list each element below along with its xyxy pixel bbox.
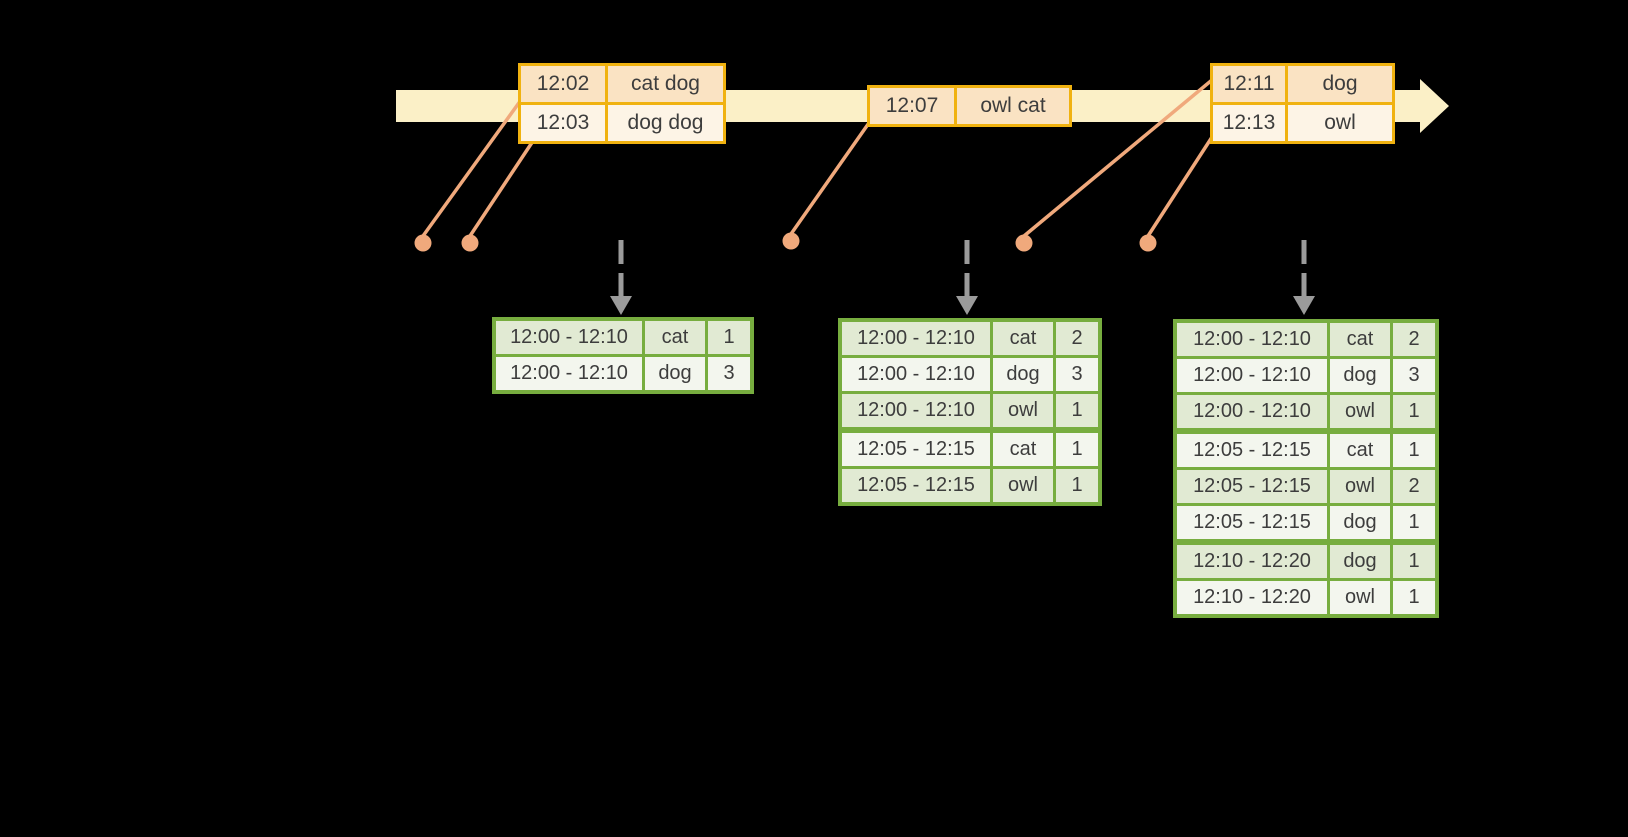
- event-marker-dot: [782, 232, 800, 250]
- table-row: 12:00 - 12:10 dog 3: [1177, 359, 1435, 392]
- event-marker-dot: [1139, 234, 1157, 252]
- table-row: 12:00 - 12:10 owl 1: [842, 394, 1098, 427]
- table-row: 12:05 - 12:15 dog 1: [1177, 506, 1435, 539]
- result-table-2: 12:00 - 12:10 cat 2 12:00 - 12:10 dog 3 …: [838, 318, 1102, 506]
- window-cell: 12:00 - 12:10: [1177, 395, 1327, 428]
- table-row: 12:00 - 12:10 cat 2: [842, 322, 1098, 355]
- result-table-1: 12:00 - 12:10 cat 1 12:00 - 12:10 dog 3: [492, 317, 754, 394]
- window-cell: 12:00 - 12:10: [1177, 359, 1327, 392]
- event-words-cell: cat dog: [608, 66, 723, 102]
- window-cell: 12:00 - 12:10: [496, 357, 642, 390]
- window-cell: 12:00 - 12:10: [842, 358, 990, 391]
- table-row: 12:05 - 12:15 cat 1: [842, 433, 1098, 466]
- word-cell: dog: [993, 358, 1053, 391]
- window-cell: 12:05 - 12:15: [1177, 434, 1327, 467]
- event-box-1: 12:02 cat dog 12:03 dog dog: [518, 63, 726, 144]
- result-table-3: 12:00 - 12:10 cat 2 12:00 - 12:10 dog 3 …: [1173, 319, 1439, 618]
- event-connector-line: [421, 98, 523, 238]
- event-marker-dot: [461, 234, 479, 252]
- window-cell: 12:05 - 12:15: [1177, 470, 1327, 503]
- trigger-arrows: [610, 240, 1315, 315]
- trigger-arrowhead-icon: [1293, 296, 1315, 315]
- window-cell: 12:00 - 12:10: [1177, 323, 1327, 356]
- word-cell: cat: [645, 321, 705, 354]
- count-cell: 2: [1393, 470, 1435, 503]
- window-cell: 12:05 - 12:15: [842, 433, 990, 466]
- word-cell: cat: [993, 433, 1053, 466]
- event-time-cell: 12:03: [521, 105, 605, 141]
- event-words-cell: owl: [1288, 105, 1392, 141]
- word-cell: owl: [993, 469, 1053, 502]
- table-row: 12:05 - 12:15 cat 1: [1177, 434, 1435, 467]
- table-row: 12:05 - 12:15 owl 2: [1177, 470, 1435, 503]
- word-cell: owl: [1330, 395, 1390, 428]
- window-cell: 12:10 - 12:20: [1177, 545, 1327, 578]
- event-marker-dot: [414, 234, 432, 252]
- count-cell: 1: [1056, 394, 1098, 427]
- event-words-cell: dog: [1288, 66, 1392, 102]
- event-row: 12:03 dog dog: [521, 105, 723, 141]
- count-cell: 3: [1393, 359, 1435, 392]
- event-words-cell: dog dog: [608, 105, 723, 141]
- window-cell: 12:10 - 12:20: [1177, 581, 1327, 614]
- count-cell: 2: [1393, 323, 1435, 356]
- event-box-3: 12:11 dog 12:13 owl: [1210, 63, 1395, 144]
- table-row: 12:00 - 12:10 cat 2: [1177, 323, 1435, 356]
- word-cell: dog: [645, 357, 705, 390]
- count-cell: 1: [1393, 395, 1435, 428]
- event-time-cell: 12:07: [870, 88, 954, 124]
- table-row: 12:10 - 12:20 dog 1: [1177, 545, 1435, 578]
- count-cell: 1: [1393, 506, 1435, 539]
- event-row: 12:13 owl: [1213, 105, 1392, 141]
- count-cell: 1: [1393, 581, 1435, 614]
- word-cell: dog: [1330, 506, 1390, 539]
- count-cell: 1: [1393, 545, 1435, 578]
- window-cell: 12:00 - 12:10: [496, 321, 642, 354]
- event-connector-line: [789, 118, 873, 236]
- word-cell: owl: [1330, 470, 1390, 503]
- table-row: 12:10 - 12:20 owl 1: [1177, 581, 1435, 614]
- count-cell: 3: [708, 357, 750, 390]
- word-cell: owl: [1330, 581, 1390, 614]
- event-time-cell: 12:11: [1213, 66, 1285, 102]
- table-row: 12:00 - 12:10 owl 1: [1177, 395, 1435, 428]
- event-words-cell: owl cat: [957, 88, 1069, 124]
- event-box-2: 12:07 owl cat: [867, 85, 1072, 127]
- window-cell: 12:05 - 12:15: [1177, 506, 1327, 539]
- timeline-arrowhead-icon: [1420, 79, 1449, 133]
- count-cell: 1: [1393, 434, 1435, 467]
- word-cell: dog: [1330, 545, 1390, 578]
- table-row: 12:00 - 12:10 dog 3: [842, 358, 1098, 391]
- event-marker-dot: [1015, 234, 1033, 252]
- event-row: 12:11 dog: [1213, 66, 1392, 102]
- event-connector-line: [468, 140, 535, 237]
- event-connectors: [421, 78, 1216, 238]
- table-row: 12:05 - 12:15 owl 1: [842, 469, 1098, 502]
- count-cell: 1: [708, 321, 750, 354]
- trigger-arrowhead-icon: [956, 296, 978, 315]
- window-cell: 12:00 - 12:10: [842, 322, 990, 355]
- table-row: 12:00 - 12:10 cat 1: [496, 321, 750, 354]
- event-row: 12:07 owl cat: [870, 88, 1069, 124]
- word-cell: cat: [1330, 434, 1390, 467]
- event-markers: [414, 232, 1157, 252]
- trigger-arrowhead-icon: [610, 296, 632, 315]
- count-cell: 1: [1056, 469, 1098, 502]
- word-cell: dog: [1330, 359, 1390, 392]
- count-cell: 2: [1056, 322, 1098, 355]
- table-row: 12:00 - 12:10 dog 3: [496, 357, 750, 390]
- event-time-cell: 12:13: [1213, 105, 1285, 141]
- event-time-cell: 12:02: [521, 66, 605, 102]
- event-connector-line: [1146, 133, 1216, 237]
- event-connector-line: [1022, 78, 1214, 238]
- event-row: 12:02 cat dog: [521, 66, 723, 102]
- word-cell: cat: [1330, 323, 1390, 356]
- window-cell: 12:05 - 12:15: [842, 469, 990, 502]
- count-cell: 3: [1056, 358, 1098, 391]
- count-cell: 1: [1056, 433, 1098, 466]
- word-cell: owl: [993, 394, 1053, 427]
- window-cell: 12:00 - 12:10: [842, 394, 990, 427]
- word-cell: cat: [993, 322, 1053, 355]
